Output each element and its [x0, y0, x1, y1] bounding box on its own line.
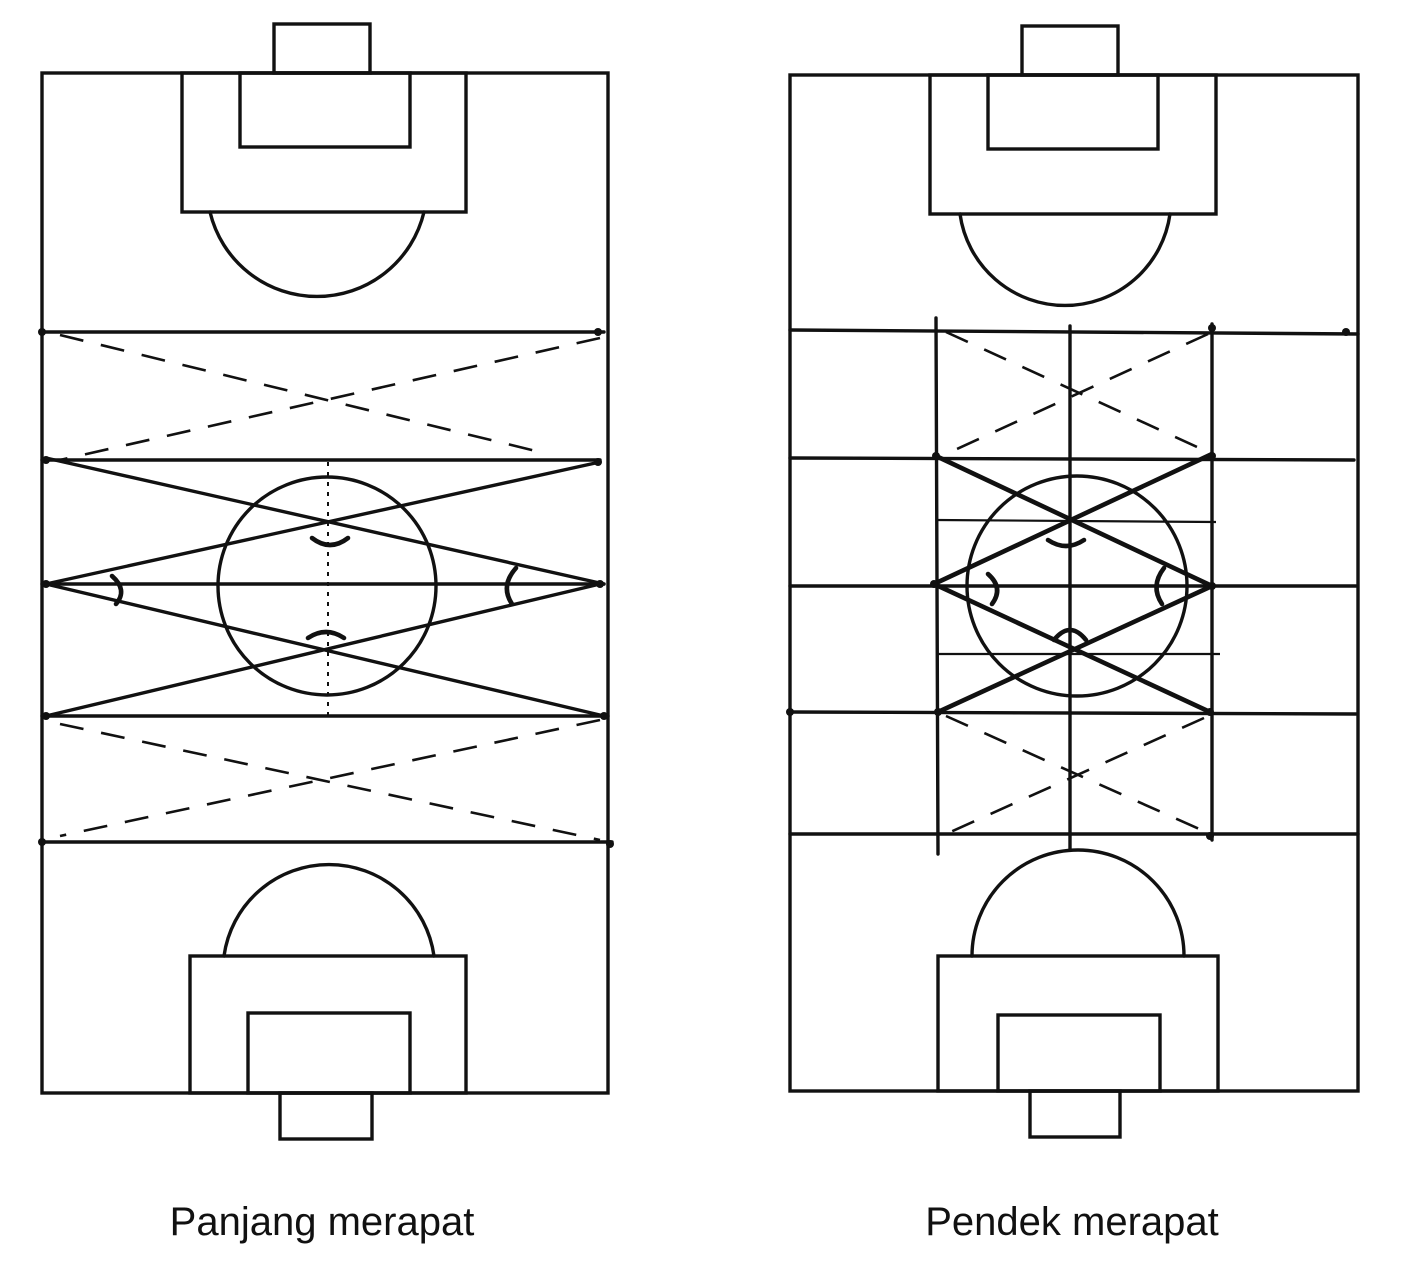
pass-line [935, 583, 1215, 715]
dashed-run [59, 718, 601, 838]
marker-dot [1206, 832, 1214, 840]
bottom-goal [278, 1091, 374, 1141]
top-goal [272, 22, 372, 75]
top-penalty-arc [208, 210, 426, 299]
angle-mark [1154, 565, 1167, 607]
caption-panjang-merapat: Panjang merapat [169, 1200, 475, 1244]
marker-dot [594, 458, 602, 466]
marker-dot [1208, 582, 1216, 590]
caption-pendek-merapat: Pendek merapat [925, 1200, 1219, 1244]
top-penalty-area [928, 73, 1218, 216]
angle-mark [985, 571, 1000, 607]
angle-mark [1045, 537, 1087, 549]
marker-dot [42, 456, 50, 464]
centre-circle [965, 474, 1189, 698]
bottom-goal-area [996, 1013, 1162, 1093]
bottom-penalty-area [936, 954, 1220, 1093]
marker-dot [1208, 324, 1216, 332]
marker-dot [600, 712, 608, 720]
marker-dot [1206, 708, 1214, 716]
marker-dot [930, 580, 938, 588]
marker-dot [596, 580, 604, 588]
zone-line [788, 328, 1360, 336]
top-goal-area [238, 71, 412, 149]
angle-mark [504, 565, 519, 607]
top-goal [1020, 24, 1120, 77]
marker-dot [38, 838, 46, 846]
marker-dot [786, 708, 794, 716]
marker-dot [38, 328, 46, 336]
marker-dot [42, 712, 50, 720]
bottom-penalty-arc [970, 848, 1186, 958]
zone-line [788, 710, 1358, 716]
marker-dot [1342, 328, 1350, 336]
marker-dot [594, 328, 602, 336]
bottom-goal-area [246, 1011, 412, 1095]
angle-mark [109, 573, 124, 607]
field-panjang-merapat [38, 22, 614, 1141]
pass-line [931, 451, 1215, 587]
marker-dot [42, 580, 50, 588]
dashed-run [945, 714, 1207, 834]
bottom-penalty-arc [222, 862, 436, 958]
bottom-goal [1028, 1089, 1122, 1139]
marker-dot [934, 708, 942, 716]
field-pendek-merapat [786, 24, 1360, 1139]
bottom-penalty-area [188, 954, 468, 1095]
angle-mark [1051, 627, 1089, 643]
angle-mark [305, 629, 347, 641]
marker-dot [932, 452, 940, 460]
top-goal-area [986, 73, 1160, 151]
dashed-run [945, 332, 1209, 456]
marker-dot [1208, 452, 1216, 460]
zone-line [788, 456, 1356, 462]
angle-mark [309, 535, 351, 548]
marker-dot [606, 840, 614, 848]
dashed-run [59, 333, 541, 454]
top-penalty-area [180, 71, 468, 214]
field-boundary [788, 73, 1360, 1093]
pass-line [44, 582, 602, 718]
dashed-run [945, 716, 1205, 836]
dashed-run [945, 330, 1209, 454]
dashed-run [59, 336, 601, 462]
pass-line [44, 460, 602, 586]
dashed-run [59, 722, 601, 842]
top-penalty-arc [958, 212, 1172, 308]
